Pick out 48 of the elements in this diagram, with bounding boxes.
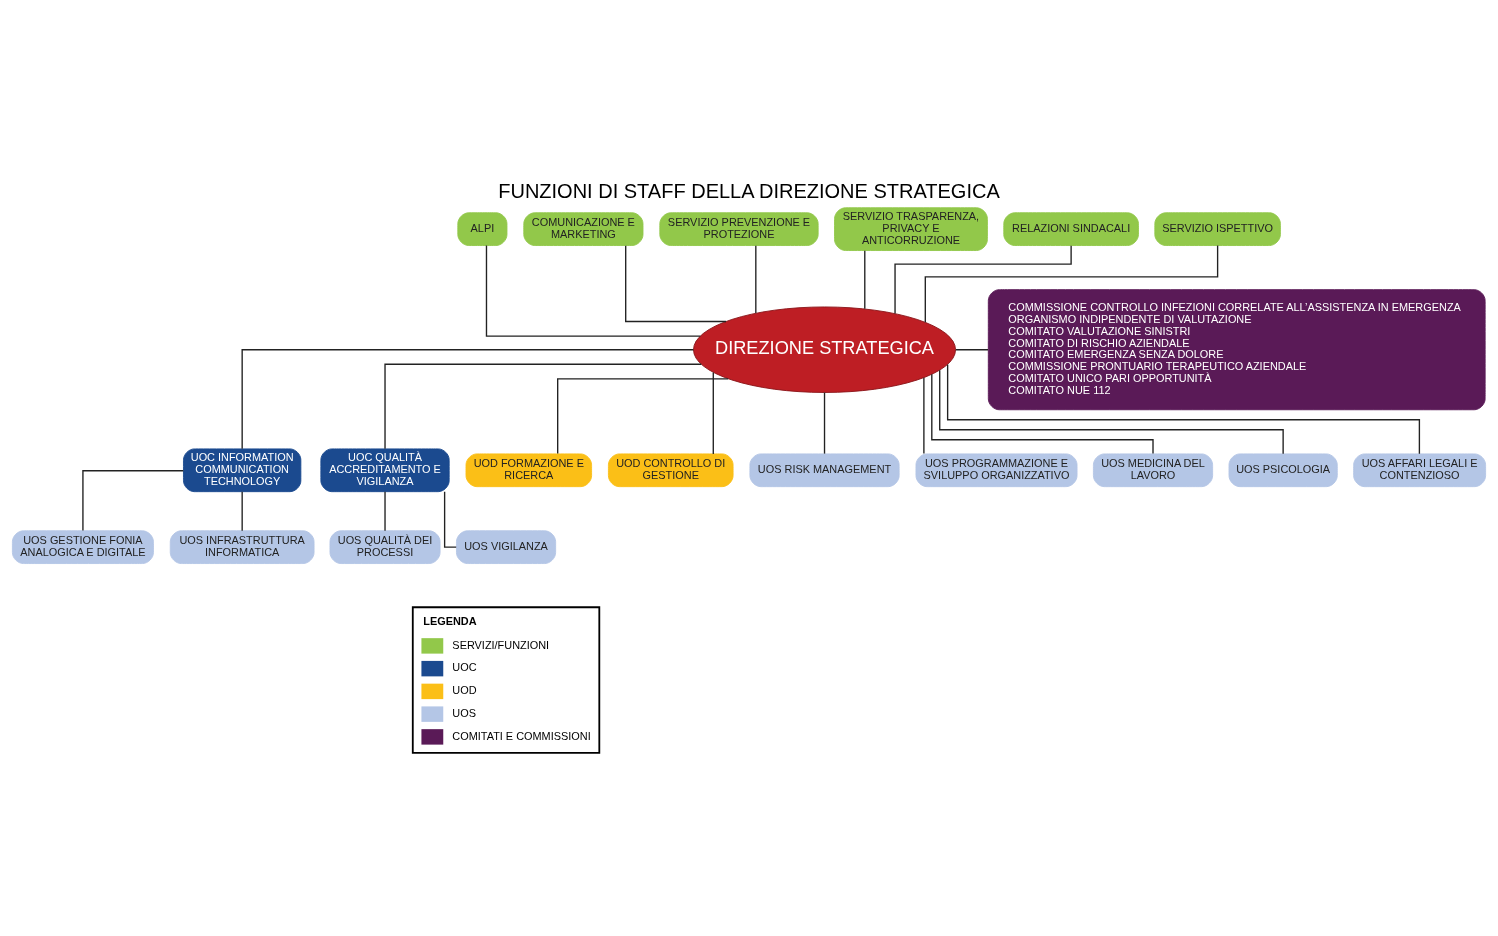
node-box: UOS PSICOLOGIA (1228, 453, 1338, 488)
node-box: SERVIZIO PREVENZIONE E PROTEZIONE (659, 212, 819, 246)
connector (241, 491, 243, 532)
connector (931, 373, 1154, 455)
connector (755, 245, 757, 314)
connector (894, 245, 1072, 315)
node-box: UOS VIGILANZA (456, 530, 557, 564)
legend-label: UOC (452, 661, 477, 674)
connector (443, 491, 457, 548)
connector (557, 378, 729, 455)
node-box: UOD FORMAZIONE E RICERCA (465, 453, 593, 488)
node-box: UOS QUALITÀ DEI PROCESSI (329, 530, 441, 564)
node-box: SERVIZIO TRASPARENZA, PRIVACY E ANTICORRUZIONE (834, 207, 988, 251)
connector (384, 491, 386, 532)
connector (955, 349, 989, 351)
legend-label: COMITATI E COMMISSIONI (452, 729, 591, 742)
node-box: UOS PROGRAMMAZIONE E SVILUPPO ORGANIZZATIVO (915, 453, 1078, 488)
node-box: UOS AFFARI LEGALI E CONTENZIOSO (1353, 453, 1487, 488)
node-box: UOC INFORMATION COMMUNICATION TECHNOLOGY (183, 448, 302, 493)
node-box: UOS RISK MANAGEMENT (749, 453, 900, 488)
connector (241, 349, 695, 450)
legend-label: SERVIZI/FUNZIONI (452, 638, 550, 651)
connector (946, 363, 1421, 455)
label: LEGENDA (423, 615, 477, 628)
node-box: UOS INFRASTRUTTURA INFORMATICA (169, 530, 315, 564)
node-box: UOS GESTIONE FONIA ANALOGICA E DIGITALE (11, 530, 154, 564)
node-ellipse: DIREZIONE STRATEGICA (693, 306, 956, 393)
node-box: UOC QUALITÀ ACCREDITAMENTO E VIGILANZA (320, 448, 450, 493)
node-box: COMUNICAZIONE E MARKETING (523, 212, 644, 246)
connector (823, 391, 826, 455)
node-box: SERVIZIO ISPETTIVO (1154, 212, 1281, 246)
connector (82, 470, 184, 532)
connector (485, 244, 701, 337)
connector (924, 244, 1219, 323)
connector (625, 245, 727, 323)
connector (864, 250, 866, 310)
node-box: RELAZIONI SINDACALI (1003, 212, 1139, 246)
legend-label: UOD (452, 684, 477, 697)
node-box: COMMISSIONE CONTROLLO INFEZIONI CORRELATE ALL’ASSISTENZA IN EMERGENZA ORGANISMO INDIPENDENTE DI VALUTAZIONE COMITATO VALUTAZIONE SINISTRI COMITATO DI RISCHIO AZIENDALE COMITATO EMERGENZA SENZA DOLORE COMMISSIONE PRONTUARIO TERAPEUTICO AZIENDALE COMITATO UNICO PARI OPPORTUNITÀ COMITATO NUE 112 (987, 289, 1486, 411)
connector (939, 369, 1284, 455)
node-box: UOD CONTROLLO DI GESTIONE (607, 453, 734, 488)
node-box: UOS MEDICINA DEL LAVORO (1092, 453, 1214, 488)
node-box: ALPI (457, 212, 508, 246)
legend-label: UOS (452, 706, 476, 719)
connector (923, 377, 925, 455)
connector (384, 363, 702, 450)
diagram-title: FUNZIONI DI STAFF DELLA DIREZIONE STRATEGICA (498, 180, 1000, 203)
connector (712, 371, 714, 455)
